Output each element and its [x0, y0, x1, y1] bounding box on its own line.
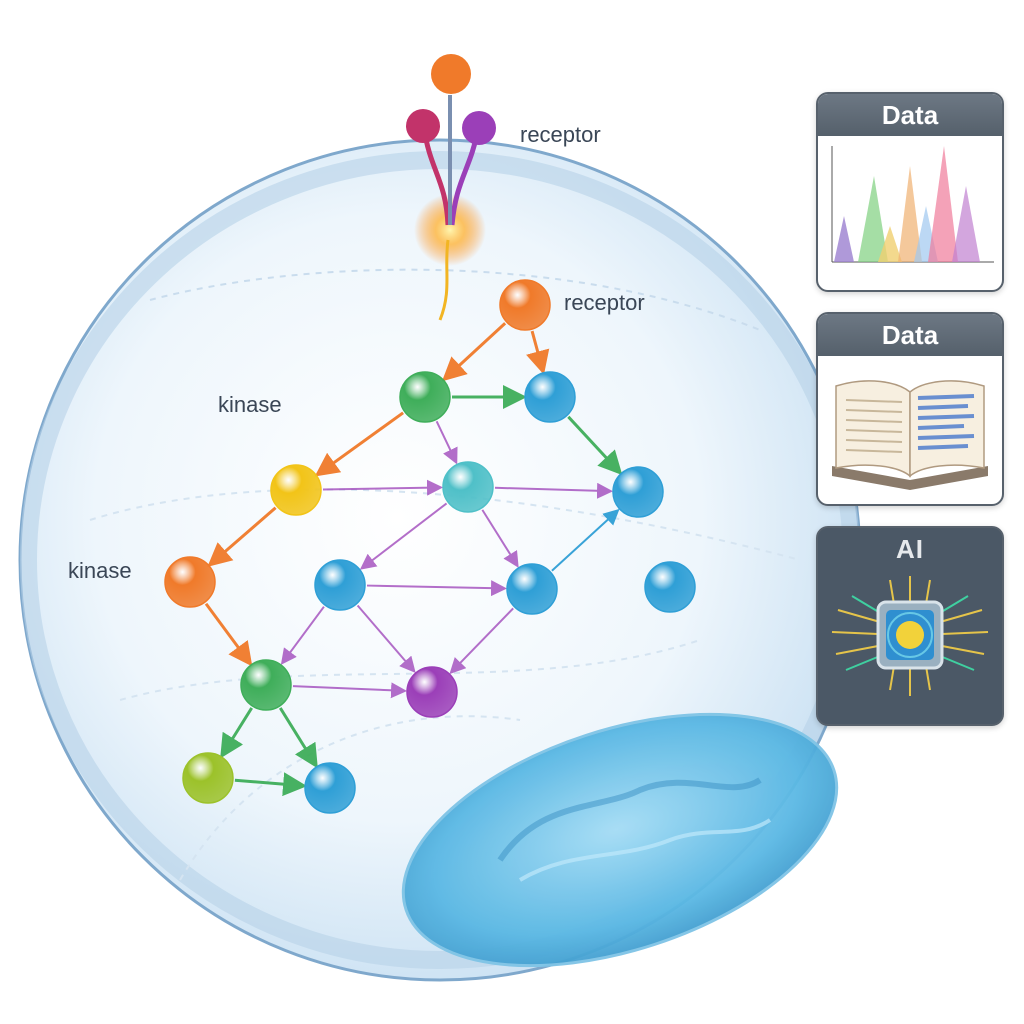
edge-n13-n14: [234, 772, 308, 797]
node-n5-teal: [442, 461, 494, 513]
node-n2-green: [399, 371, 451, 423]
spectrum-chart-icon: [831, 146, 994, 263]
receptor-label-inner: receptor: [564, 290, 645, 315]
edge-n9-n6: [551, 508, 620, 572]
ai-card: AI: [816, 526, 1004, 726]
edge-n4-n5: [322, 479, 444, 496]
node-n4-yellow: [270, 464, 322, 516]
open-book-icon: [832, 380, 988, 490]
kinase-label-upper: kinase: [218, 392, 282, 417]
card-title: Data: [818, 94, 1002, 136]
node-n3-blue: [524, 371, 576, 423]
edge-n11-n14: [278, 707, 318, 769]
edge-n1-n3: [526, 330, 550, 375]
node-n10-blue: [644, 561, 696, 613]
node-n9-blue: [506, 563, 558, 615]
receptor-ligand-magenta: [406, 109, 440, 143]
edge-n1-n2: [441, 322, 507, 382]
card-title: AI: [818, 528, 1002, 570]
edge-n9-n12: [449, 607, 514, 675]
node-n14-blue: [304, 762, 356, 814]
edge-n2-n4: [314, 411, 404, 477]
edge-n11-n12: [292, 682, 408, 699]
edge-n5-n8: [359, 502, 448, 570]
node-n13-lime: [182, 752, 234, 804]
data-card-book: Data: [816, 312, 1004, 506]
receptor-ligand-orange: [431, 54, 471, 94]
edge-n2-n5: [435, 420, 458, 465]
edge-n8-n11: [280, 606, 325, 665]
node-n6-blue: [612, 466, 664, 518]
edge-n11-n13: [220, 707, 253, 759]
node-n12-purple: [406, 666, 458, 718]
edge-n8-n12: [356, 604, 416, 674]
edge-n5-n6: [494, 482, 614, 499]
receptor-ligand-purple: [462, 111, 496, 145]
edge-n7-n11: [204, 602, 253, 667]
node-n1-orange: [499, 279, 551, 331]
membrane-receptor: [406, 54, 496, 321]
data-card-chart: Data: [816, 92, 1004, 292]
node-n7-orange: [164, 556, 216, 608]
edge-n5-n9: [481, 509, 519, 568]
edge-n8-n9: [366, 580, 508, 597]
edge-n3-n6: [567, 415, 623, 476]
node-n11-green: [240, 659, 292, 711]
node-n8-blue: [314, 559, 366, 611]
receptor-label-top: receptor: [520, 122, 601, 147]
edge-n4-n7: [207, 506, 277, 567]
nucleus: [401, 712, 839, 968]
kinase-label-lower: kinase: [68, 558, 132, 583]
card-title: Data: [818, 314, 1002, 356]
ai-chip-icon: [831, 576, 989, 696]
